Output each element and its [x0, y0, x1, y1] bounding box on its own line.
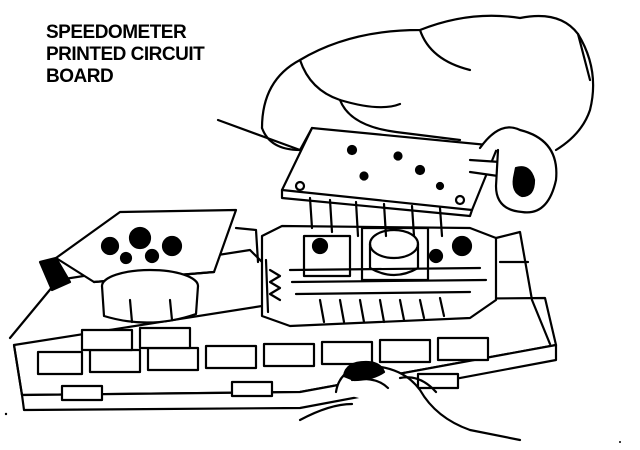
callout-label: SPEEDOMETER PRINTED CIRCUIT BOARD — [46, 22, 205, 88]
callout-line-3: BOARD — [46, 66, 114, 87]
lower-hand — [298, 360, 522, 442]
left-gauge-module — [38, 208, 260, 324]
speedometer-mechanism — [260, 224, 552, 346]
printed-circuit-board — [280, 126, 502, 238]
print-speck — [4, 412, 8, 416]
callout-line-2: PRINTED CIRCUIT — [46, 44, 205, 65]
callout-line-1: SPEEDOMETER — [46, 22, 187, 43]
button-row — [36, 326, 490, 402]
upper-hand — [260, 14, 595, 214]
print-speck — [619, 441, 621, 443]
callout-leader-line — [216, 118, 302, 152]
